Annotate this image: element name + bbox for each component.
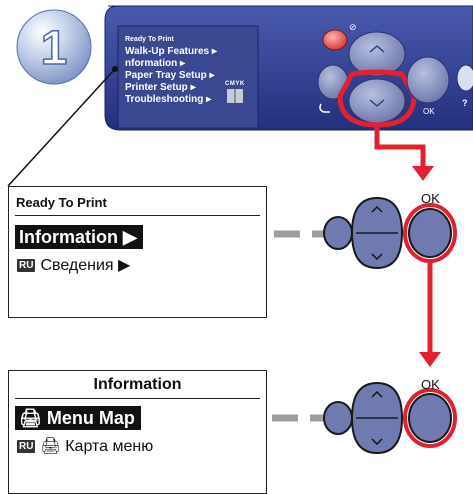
screen2-translation-text: Карта меню [65,438,154,455]
ru-badge: RU [17,259,36,272]
back-arrow-icon [319,103,330,113]
screen1-translation-text: Сведения ▶ [40,257,131,274]
lcd-menu-item: nformation ▸ [125,58,186,69]
title-divider [15,398,260,399]
cancel-button[interactable] [322,29,348,51]
nav-cluster-1 [160,196,457,270]
printer-icon: 🖨 [40,438,61,455]
up-button[interactable] [348,31,406,77]
lcd-menu-item: Troubleshooting ▸ [125,94,212,105]
printer-control-panel: ⊘ OK ? [104,5,473,131]
display-screen-1: Ready To Print Information ▶ RU Сведения … [8,186,267,318]
screen2-title: Information [93,376,182,393]
toner-gauge-icon [227,89,243,103]
lcd-menu-item: Walk-Up Features ▸ [125,46,217,57]
ok-label-2: OK [421,377,440,392]
panel-ok-label: OK [423,107,435,116]
printer-lcd-text: Ready To Print Walk-Up Features ▸ nforma… [123,32,253,124]
screen1-translation: RU Сведения ▶ [17,255,130,275]
screen2-selected-item[interactable]: 🖨 Menu Map [15,406,141,430]
ru-badge: RU [17,440,36,453]
ok-button-panel[interactable] [406,56,450,104]
cmyk-label: CMYK [225,81,245,87]
red-arrowhead-1 [412,166,434,181]
title-divider [15,215,260,216]
display-screen-2: Information 🖨 Menu Map RU 🖨 Карта меню [8,370,267,494]
screen1-selected-item[interactable]: Information ▶ [15,225,143,249]
step-number: 1 [41,22,68,75]
lcd-menu-item: Paper Tray Setup ▸ [125,70,215,81]
ok-button-diagram-1[interactable] [408,208,452,258]
screen1-selected-label: Information ▶ [19,227,137,247]
printer-lcd-screen [117,25,259,129]
step-badge: 1 [16,9,92,85]
leader-line [7,66,118,187]
ok-button-diagram-2[interactable] [408,393,452,443]
lcd-menu-item: Printer Setup ▸ [125,82,196,93]
ok-label-1: OK [421,191,440,206]
down-button[interactable] [348,78,406,124]
lcd-title: Ready To Print [125,36,174,43]
ok-button-highlight-2 [403,388,457,448]
cancel-glyph: ⊘ [349,22,357,32]
red-arrow-1 [374,124,426,168]
printer-icon: 🖨 [19,408,42,428]
down-button-highlight [337,69,417,128]
red-arrowhead-2 [419,352,441,367]
screen2-translation: RU 🖨 Карта меню [17,436,153,456]
back-button-diagram-2[interactable] [323,401,353,435]
screen1-title: Ready To Print [16,195,107,210]
help-button[interactable] [456,64,473,92]
back-button-diagram[interactable] [323,216,353,250]
screen2-selected-label: Menu Map [46,408,135,428]
help-icon: ? [462,98,468,108]
